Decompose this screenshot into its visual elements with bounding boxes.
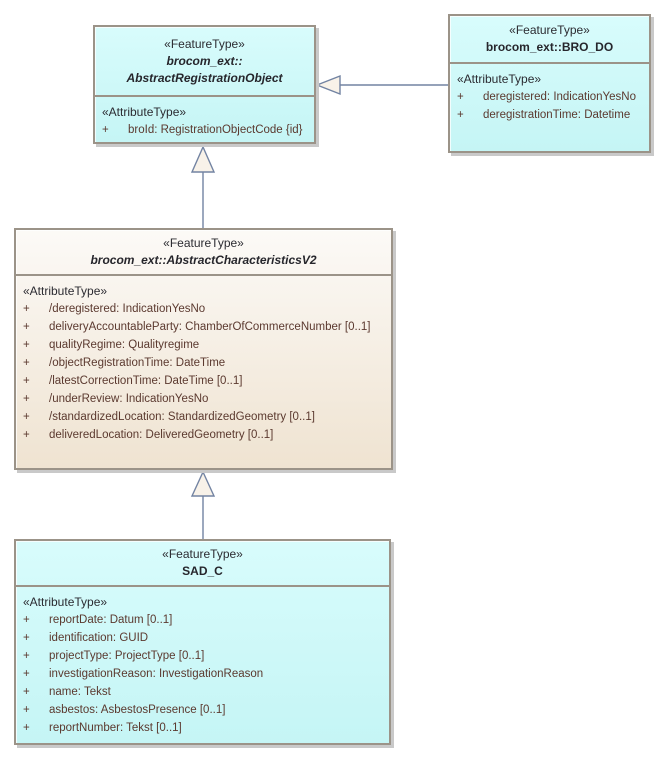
attribute-text: reportNumber: Tekst [0..1] [49, 722, 182, 734]
visibility-public: + [23, 393, 30, 405]
attributes-compartment: «AttributeType» + broId: RegistrationObje… [95, 95, 314, 142]
attributes-stereotype: «AttributeType» [457, 72, 542, 86]
class-stereotype: «FeatureType» [162, 547, 243, 561]
attribute-text: deregistered: IndicationYesNo [483, 91, 637, 103]
visibility-public: + [457, 109, 464, 121]
visibility-public: + [23, 303, 30, 315]
attribute-text: name: Tekst [49, 686, 111, 698]
attributes-stereotype: «AttributeType» [102, 105, 187, 119]
class-name: brocom_ext::AbstractCharacteristicsV2 [90, 253, 317, 267]
attribute-row: + /latestCorrectionTime: DateTime [0..1] [16, 372, 391, 390]
attributes-stereotype: «AttributeType» [23, 284, 108, 298]
attribute-row: + /deregistered: IndicationYesNo [16, 300, 391, 318]
visibility-public: + [23, 614, 30, 626]
attribute-row: + deregistrationTime: Datetime [450, 106, 649, 124]
attribute-text: qualityRegime: Qualityregime [49, 339, 200, 351]
attribute-row: + projectType: ProjectType [0..1] [16, 647, 389, 665]
attribute-text: broId: RegistrationObjectCode {id} [128, 124, 303, 136]
attributes-compartment: «AttributeType» + deregistered: Indicatio… [450, 62, 649, 151]
visibility-public: + [457, 91, 464, 103]
attribute-row: + asbestos: AsbestosPresence [0..1] [16, 701, 389, 719]
attribute-text: deliveryAccountableParty: ChamberOfComme… [49, 321, 371, 333]
attributes-stereotype: «AttributeType» [23, 595, 108, 609]
visibility-public: + [23, 632, 30, 644]
class-header: «FeatureType» SAD_C [16, 541, 389, 585]
class-header: «FeatureType» brocom_ext:: AbstractRegis… [95, 27, 314, 95]
generalization-sadc-to-characteristics[interactable] [190, 470, 216, 540]
visibility-public: + [23, 704, 30, 716]
class-stereotype: «FeatureType» [164, 36, 245, 51]
attribute-row: + deliveredLocation: DeliveredGeometry [0… [16, 426, 391, 444]
visibility-public: + [23, 650, 30, 662]
attribute-row: + reportNumber: Tekst [0..1] [16, 719, 389, 737]
generalization-brodo-to-registrationobject[interactable] [315, 74, 449, 96]
class-abstract-characteristics-v2[interactable]: «FeatureType» brocom_ext::AbstractCharac… [14, 228, 393, 470]
attribute-text: /deregistered: IndicationYesNo [49, 303, 206, 315]
visibility-public: + [23, 722, 30, 734]
attribute-text: deregistrationTime: Datetime [483, 109, 631, 121]
attribute-text: /latestCorrectionTime: DateTime [0..1] [49, 375, 243, 387]
generalization-characteristics-to-registrationobject[interactable] [190, 145, 216, 229]
class-abstract-registration-object[interactable]: «FeatureType» brocom_ext:: AbstractRegis… [93, 25, 316, 144]
class-name: SAD_C [182, 564, 223, 578]
attribute-text: asbestos: AsbestosPresence [0..1] [49, 704, 226, 716]
attribute-row: + qualityRegime: Qualityregime [16, 336, 391, 354]
visibility-public: + [23, 668, 30, 680]
attributes-compartment: «AttributeType» + reportDate: Datum [0..1… [16, 585, 389, 743]
visibility-public: + [23, 686, 30, 698]
attribute-text: reportDate: Datum [0..1] [49, 614, 173, 626]
attribute-text: /underReview: IndicationYesNo [49, 393, 209, 405]
attribute-row: + /underReview: IndicationYesNo [16, 390, 391, 408]
attribute-row: + deregistered: IndicationYesNo [450, 88, 649, 106]
attribute-row: + /objectRegistrationTime: DateTime [16, 354, 391, 372]
attribute-row: + reportDate: Datum [0..1] [16, 611, 389, 629]
visibility-public: + [23, 357, 30, 369]
visibility-public: + [23, 411, 30, 423]
attribute-row: + /standardizedLocation: StandardizedGeom… [16, 408, 391, 426]
class-name-line2: AbstractRegistrationObject [126, 70, 283, 85]
class-header: «FeatureType» brocom_ext::AbstractCharac… [16, 230, 391, 274]
visibility-public: + [23, 321, 30, 333]
class-name-line1: brocom_ext:: [166, 53, 243, 68]
attribute-row: + investigationReason: InvestigationReaso… [16, 665, 389, 683]
class-stereotype: «FeatureType» [163, 236, 244, 250]
class-stereotype: «FeatureType» [509, 23, 590, 37]
attribute-row: + broId: RegistrationObjectCode {id} [95, 121, 314, 139]
attribute-row: + deliveryAccountableParty: ChamberOfComm… [16, 318, 391, 336]
attribute-text: identification: GUID [49, 632, 149, 644]
attribute-row: + identification: GUID [16, 629, 389, 647]
attributes-compartment: «AttributeType» + /deregistered: Indicati… [16, 274, 391, 468]
class-name: brocom_ext::BRO_DO [485, 40, 614, 54]
visibility-public: + [23, 429, 30, 441]
attribute-text: projectType: ProjectType [0..1] [49, 650, 205, 662]
class-bro-do[interactable]: «FeatureType» brocom_ext::BRO_DO «Attrib… [448, 14, 651, 153]
attribute-text: deliveredLocation: DeliveredGeometry [0.… [49, 429, 274, 441]
attribute-text: investigationReason: InvestigationReason [49, 668, 264, 680]
visibility-public: + [23, 375, 30, 387]
visibility-public: + [102, 124, 109, 136]
attribute-row: + name: Tekst [16, 683, 389, 701]
attribute-text: /objectRegistrationTime: DateTime [49, 357, 226, 369]
visibility-public: + [23, 339, 30, 351]
attribute-text: /standardizedLocation: StandardizedGeome… [49, 411, 315, 423]
class-sad-c[interactable]: «FeatureType» SAD_C «AttributeType» + rep… [14, 539, 391, 745]
class-header: «FeatureType» brocom_ext::BRO_DO [450, 16, 649, 62]
